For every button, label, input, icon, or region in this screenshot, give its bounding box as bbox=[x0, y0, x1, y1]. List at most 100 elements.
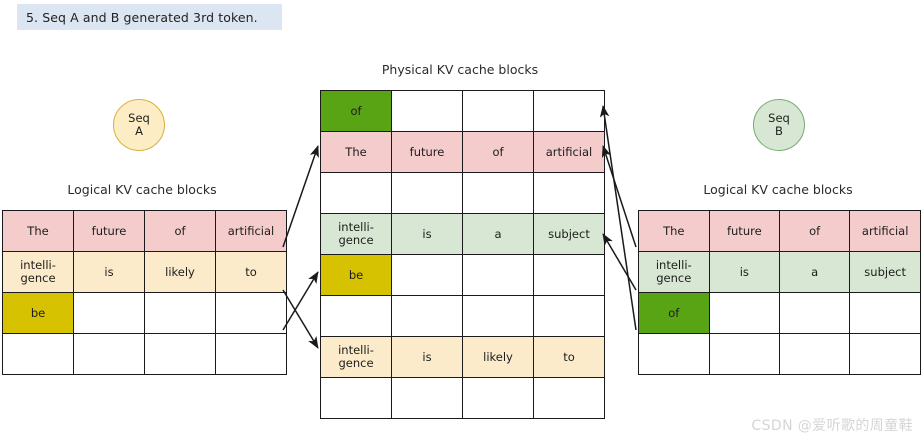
kv-block-cell bbox=[849, 333, 921, 375]
arrow-seq-b-block-0 bbox=[601, 145, 637, 248]
seq-b-label-line1: Seq bbox=[768, 111, 790, 126]
kv-block-cell bbox=[462, 172, 534, 214]
step-banner: 5. Seq A and B generated 3rd token. bbox=[17, 4, 282, 30]
kv-block-cell: is bbox=[391, 336, 463, 378]
kv-block-cell bbox=[533, 90, 605, 132]
kv-block-cell bbox=[144, 333, 216, 375]
kv-block-cell bbox=[779, 292, 851, 334]
seq-a-node: Seq A bbox=[113, 99, 165, 151]
kv-block-cell bbox=[2, 333, 74, 375]
kv-block-cell bbox=[533, 295, 605, 337]
table-row bbox=[2, 333, 287, 375]
kv-block-cell: subject bbox=[533, 213, 605, 255]
table-row bbox=[638, 333, 921, 375]
kv-block-cell: The bbox=[320, 131, 392, 173]
table-row: of bbox=[320, 90, 605, 132]
kv-block-cell: likely bbox=[462, 336, 534, 378]
kv-block-cell bbox=[391, 172, 463, 214]
kv-block-cell bbox=[320, 377, 392, 419]
kv-block-cell bbox=[462, 254, 534, 296]
kv-block-cell: is bbox=[708, 251, 781, 293]
kv-block-cell: intelli-gence bbox=[2, 251, 74, 293]
kv-block-cell bbox=[73, 292, 145, 334]
arrow-seq-b-block-1 bbox=[602, 233, 637, 291]
arrow-seq-a-block-2 bbox=[282, 271, 319, 331]
kv-block-cell bbox=[320, 172, 392, 214]
kv-block-cell bbox=[391, 90, 463, 132]
kv-block-cell: intelli-gence bbox=[320, 336, 392, 378]
kv-block-cell bbox=[391, 295, 463, 337]
kv-block-cell: be bbox=[320, 254, 392, 296]
kv-block-cell: of bbox=[638, 292, 710, 334]
kv-block-cell bbox=[533, 377, 605, 419]
kv-block-cell: intelli-gence bbox=[638, 251, 710, 293]
seq-b-label-line2: B bbox=[775, 124, 783, 138]
kv-block-cell bbox=[533, 254, 605, 296]
arrow-seq-a-block-1 bbox=[282, 289, 319, 349]
kv-block-cell: future bbox=[708, 210, 781, 252]
seq-a-label-line1: Seq bbox=[128, 111, 150, 126]
kv-block-cell bbox=[779, 333, 851, 375]
logical-blocks-title-left: Logical KV cache blocks bbox=[67, 182, 217, 197]
kv-block-cell bbox=[462, 90, 534, 132]
table-row: be bbox=[2, 292, 287, 334]
kv-block-cell: artificial bbox=[849, 210, 921, 252]
seq-b-node: Seq B bbox=[753, 99, 805, 151]
kv-block-cell: is bbox=[391, 213, 463, 255]
table-row bbox=[320, 172, 605, 214]
kv-block-cell: a bbox=[462, 213, 534, 255]
kv-block-cell: is bbox=[73, 251, 145, 293]
kv-block-cell bbox=[144, 292, 216, 334]
kv-block-cell bbox=[638, 333, 710, 375]
kv-block-cell: to bbox=[533, 336, 605, 378]
kv-block-cell bbox=[391, 377, 463, 419]
kv-block-cell bbox=[533, 172, 605, 214]
seq-a-label-line2: A bbox=[135, 124, 143, 138]
kv-block-cell bbox=[391, 254, 463, 296]
kv-block-cell: of bbox=[779, 210, 851, 252]
kv-block-cell bbox=[73, 333, 145, 375]
kv-block-cell: future bbox=[73, 210, 145, 252]
table-row: be bbox=[320, 254, 605, 296]
kv-block-cell: of bbox=[144, 210, 216, 252]
kv-block-cell: of bbox=[462, 131, 534, 173]
kv-block-cell: likely bbox=[144, 251, 216, 293]
kv-block-cell: a bbox=[779, 251, 851, 293]
kv-block-cell: future bbox=[391, 131, 463, 173]
kv-block-cell: subject bbox=[849, 251, 921, 293]
kv-block-cell: artificial bbox=[215, 210, 287, 252]
kv-block-cell bbox=[849, 292, 921, 334]
kv-block-cell bbox=[320, 295, 392, 337]
kv-block-cell bbox=[462, 295, 534, 337]
kv-block-cell bbox=[708, 292, 781, 334]
csdn-watermark: CSDN @爱听歌的周童鞋 bbox=[751, 418, 913, 434]
kv-block-cell: be bbox=[2, 292, 74, 334]
kv-block-cell bbox=[215, 333, 287, 375]
kv-block-cell bbox=[708, 333, 781, 375]
table-row bbox=[320, 295, 605, 337]
table-row: of bbox=[638, 292, 921, 334]
kv-block-cell: to bbox=[215, 251, 287, 293]
kv-block-cell: of bbox=[320, 90, 392, 132]
arrow-seq-a-block-0 bbox=[282, 145, 319, 248]
physical-blocks-title: Physical KV cache blocks bbox=[381, 62, 539, 77]
kv-block-cell bbox=[215, 292, 287, 334]
logical-blocks-title-right: Logical KV cache blocks bbox=[703, 182, 853, 197]
arrow-seq-b-block-2 bbox=[599, 105, 637, 331]
table-row bbox=[320, 377, 605, 419]
kv-block-cell: The bbox=[2, 210, 74, 252]
kv-block-cell: artificial bbox=[533, 131, 605, 173]
kv-block-cell: intelli-gence bbox=[320, 213, 392, 255]
kv-block-cell bbox=[462, 377, 534, 419]
